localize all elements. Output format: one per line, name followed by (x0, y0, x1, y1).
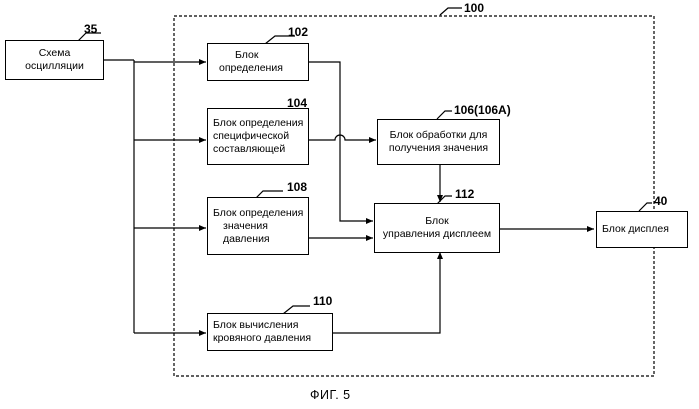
oscillation-line-1: Схема (11, 47, 98, 60)
leader-106 (437, 111, 452, 119)
determination-block: Блок определения (207, 43, 309, 81)
display-block: Блок дисплея (596, 211, 688, 248)
display-control-line-2: управления дисплеем (380, 228, 494, 241)
ref-112: 112 (455, 187, 474, 201)
figure-caption: ФИГ. 5 (310, 388, 351, 402)
display-control-line-1: Блок (380, 215, 494, 228)
ref-104: 104 (287, 96, 307, 110)
pressure-value-block: Блок определения значения давления (207, 197, 309, 255)
specific-line-2: специфической (213, 130, 303, 143)
display-control-block: Блок управления дисплеем (374, 203, 500, 253)
oscillation-line-2: осцилляции (11, 60, 98, 73)
pressure-value-line-3: давления (213, 233, 303, 246)
specific-line-1: Блок определения (213, 117, 303, 130)
ref-110: 110 (313, 294, 332, 308)
leader-100 (440, 8, 462, 15)
blood-pressure-calc-to-display-control (333, 252, 440, 333)
ref-102: 102 (288, 25, 308, 39)
value-processing-line-1: Блок обработки для (383, 129, 494, 142)
ref-106: 106(106A) (454, 103, 511, 117)
ref-35: 35 (84, 22, 97, 36)
blood-pressure-calc-block: Блок вычисления кровяного давления (207, 313, 333, 351)
leader-40 (639, 203, 652, 211)
determination-to-display-control (309, 62, 373, 221)
blood-pressure-calc-line-1: Блок вычисления (213, 319, 327, 332)
determination-line-1: Блок (213, 49, 303, 62)
ref-40: 40 (654, 194, 667, 208)
specific-component-block: Блок определения специфической составляю… (207, 108, 309, 165)
value-processing-block: Блок обработки для получения значения (377, 119, 500, 165)
display-line-1: Блок дисплея (602, 223, 682, 236)
ref-108: 108 (287, 180, 307, 194)
specific-to-value-processing (309, 135, 376, 140)
pressure-value-line-1: Блок определения (213, 207, 303, 220)
pressure-value-line-2: значения (213, 220, 303, 233)
ref-100: 100 (464, 1, 484, 15)
oscillation-circuit-block: Схема осцилляции (5, 40, 104, 80)
value-processing-line-2: получения значения (383, 142, 494, 155)
specific-line-3: составляющей (213, 143, 303, 156)
determination-line-2: определения (213, 62, 303, 75)
blood-pressure-calc-line-2: кровяного давления (213, 332, 327, 345)
